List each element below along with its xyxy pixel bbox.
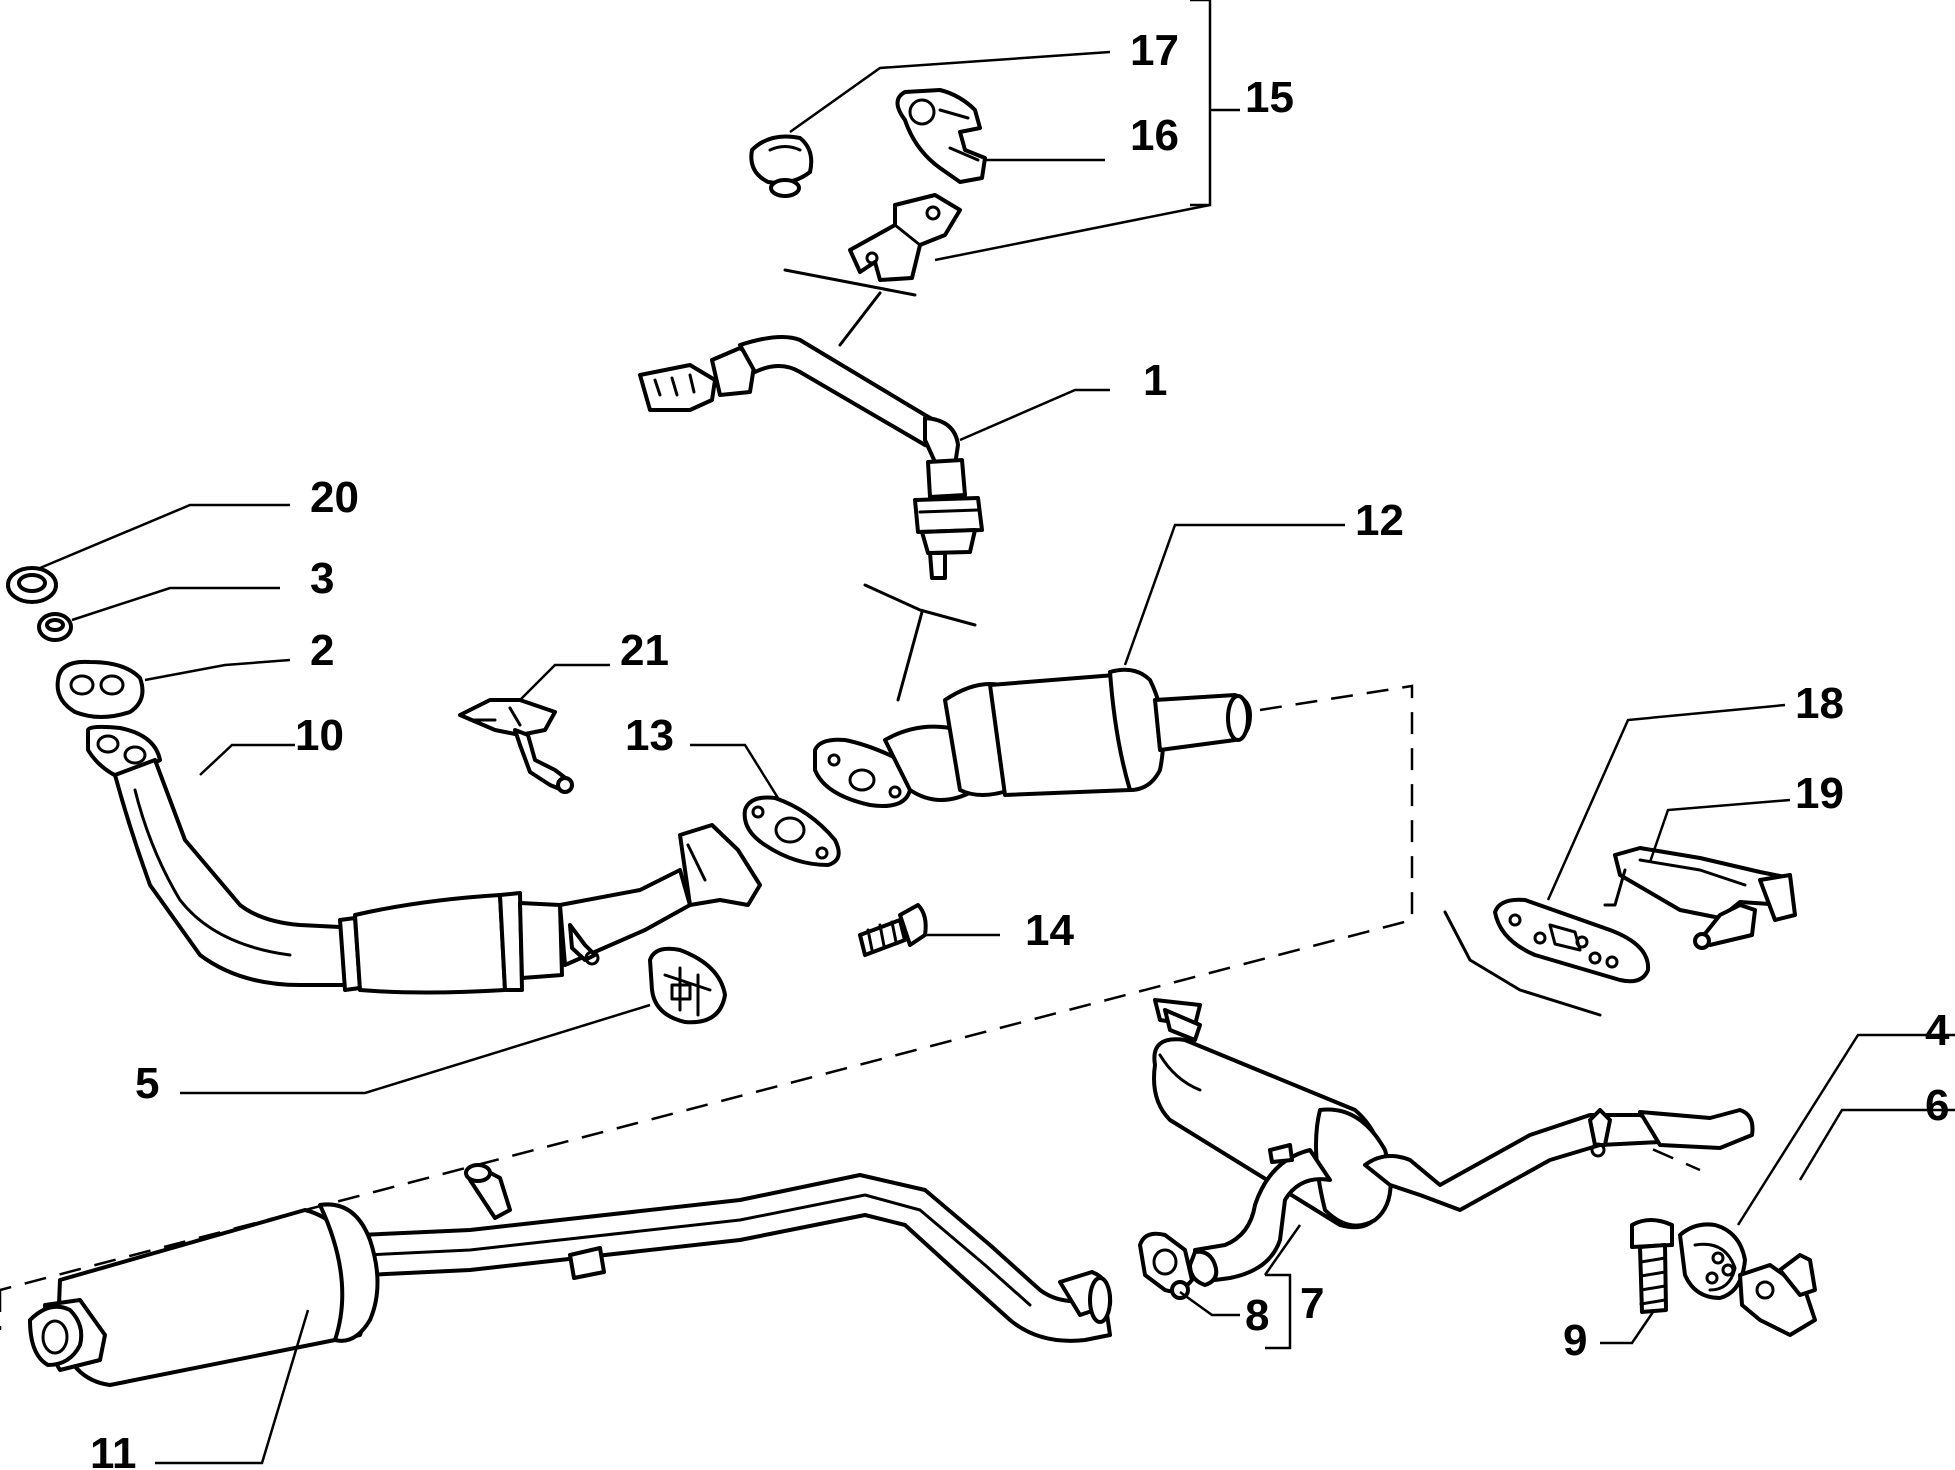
part-19-hanger-bracket (1603, 846, 1797, 950)
callout-16: 16 (1130, 111, 1179, 160)
callout-8: 8 (1245, 1291, 1269, 1340)
callout-3: 3 (310, 554, 334, 603)
callout-20: 20 (310, 473, 359, 522)
part-14-bolt (858, 903, 928, 957)
callout-19: 19 (1795, 769, 1844, 818)
callout-21: 21 (620, 626, 669, 675)
part-20-seal-ring (6, 566, 58, 604)
callout-4: 4 (1925, 1006, 1950, 1055)
part-12-catalytic-converter (813, 583, 1252, 808)
part-8-clamp (1138, 1231, 1194, 1300)
callout-1: 1 (1143, 356, 1167, 405)
callout-7: 7 (1300, 1279, 1324, 1328)
callout-17: 17 (1130, 26, 1179, 75)
part-1-lambda-sensor (638, 268, 984, 580)
part-7-rear-muffler (1152, 998, 1755, 1287)
part-2-gasket (55, 659, 145, 719)
callout-5: 5 (135, 1059, 159, 1108)
part-16-clamp (895, 88, 987, 184)
callout-labels: 17 15 16 1 12 20 3 2 21 10 13 18 19 14 5… (90, 26, 1950, 1470)
callout-9: 9 (1563, 1316, 1587, 1365)
part-3-small-ring (37, 612, 73, 642)
callout-11: 11 (90, 1429, 137, 1470)
callout-6: 6 (1925, 1081, 1949, 1130)
part-13-gasket (742, 795, 841, 867)
callout-2: 2 (310, 626, 334, 675)
part-4-rubber-ring-mount (1678, 1222, 1747, 1300)
part-9-bolt (1630, 1218, 1674, 1314)
part-15-bracket (848, 193, 962, 282)
leader-lines (39, 0, 1955, 1465)
part-17-rubber-plug (749, 134, 814, 198)
part-10-front-pipe (86, 724, 762, 995)
callout-14: 14 (1025, 906, 1074, 955)
callout-13: 13 (625, 711, 674, 760)
callout-15: 15 (1245, 73, 1294, 122)
callout-12: 12 (1355, 496, 1404, 545)
part-5-rubber-mount (648, 946, 727, 1025)
part-21-bracket (458, 698, 574, 794)
callout-10: 10 (295, 711, 344, 760)
part-18-heat-shield-plate (1443, 897, 1651, 1017)
part-6-hanger (1738, 1253, 1817, 1337)
callout-18: 18 (1795, 679, 1844, 728)
part-11-intermediate-pipe (28, 1163, 1113, 1387)
